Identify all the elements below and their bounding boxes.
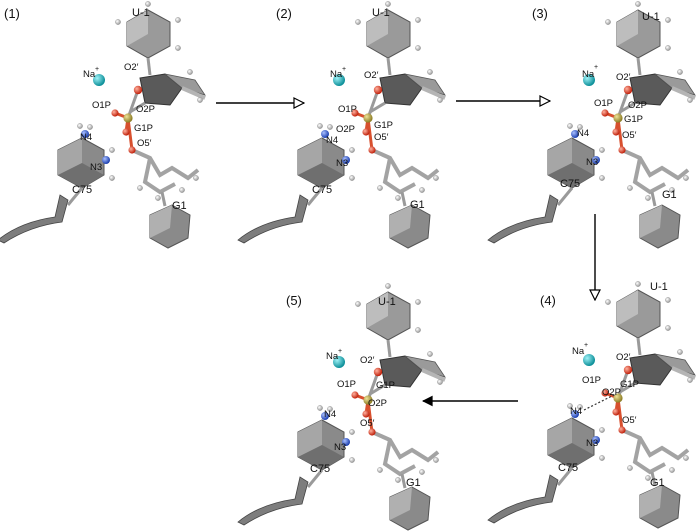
atom-label-o2p: O2P [336, 124, 355, 135]
charge-label: + [338, 348, 342, 355]
panel-label: (4) [540, 293, 556, 308]
atom-label-n4: N4 [326, 135, 338, 146]
atom-label-o2p: O2P [368, 398, 387, 409]
atom-label-n3: N3 [336, 158, 348, 169]
residue-label-u1: U-1 [650, 281, 668, 293]
atom-label-n4: N4 [324, 409, 336, 420]
panel-1: (1) U-1 Na + O2′ O1P O2P G1P N4 N3 O5′ C… [0, 0, 207, 251]
residue-label-g1: G1 [406, 477, 421, 489]
atom-label-n3: N3 [586, 438, 598, 449]
molecule-structure [236, 281, 447, 531]
atom-label-o2prime: O2′ [124, 62, 139, 73]
atom-label-n3: N3 [334, 442, 346, 453]
atom-label-o2prime: O2′ [616, 352, 631, 363]
atom-label-na: Na [330, 69, 343, 80]
panel-label: (5) [286, 293, 302, 308]
hydrogen-bond [583, 393, 617, 411]
atom-label-g1p: G1P [620, 379, 639, 390]
residue-label-c75: C75 [310, 463, 330, 475]
panel-4: (4) U-1 Na + O2′ O1P O2P G1P N4 N3 O5′ C… [486, 279, 697, 530]
atom-label-o1p: O1P [338, 104, 357, 115]
atom-label-o1p: O1P [594, 98, 613, 109]
panel-5: (5) U-1 Na + O2′ O1P O2P G1P N4 N3 O5′ C… [236, 281, 447, 531]
residue-label-g1: G1 [410, 199, 425, 211]
molecule-structure [486, 0, 697, 251]
residue-label-c75: C75 [560, 178, 580, 190]
atom-label-o1p: O1P [92, 100, 111, 111]
atom-label-n3: N3 [586, 157, 598, 168]
panel-3: (3) U-1 Na + O2′ O1P O2P G1P N4 N3 O5′ C… [486, 0, 697, 251]
panel-label: (1) [4, 6, 20, 21]
atom-label-o5prime: O5′ [622, 415, 637, 426]
residue-label-g1: G1 [172, 200, 187, 212]
atom-label-g1p: G1P [376, 380, 395, 391]
panel-2: (2) U-1 Na + O2′ O1P O2P G1P N4 N3 O5′ C… [236, 0, 447, 251]
residue-label-u1: U-1 [642, 11, 660, 23]
residue-label-g1: G1 [662, 189, 677, 201]
panel-label: (3) [532, 6, 548, 21]
residue-label-c75: C75 [558, 462, 578, 474]
atom-label-n4: N4 [570, 406, 582, 417]
atom-label-o2prime: O2′ [364, 70, 379, 81]
atom-label-o1p: O1P [582, 375, 601, 386]
atom-label-g1p: G1P [374, 120, 393, 131]
atom-label-o2prime: O2′ [360, 355, 375, 366]
residue-label-c75: C75 [72, 184, 92, 196]
residue-label-u1: U-1 [372, 7, 390, 19]
atom-label-na: Na [83, 69, 96, 80]
atom-label-o5prime: O5′ [360, 418, 375, 429]
atom-label-o2p: O2P [136, 104, 155, 115]
atom-label-o2p: O2P [628, 100, 647, 111]
atom-label-n4: N4 [80, 132, 92, 143]
atom-label-g1p: G1P [134, 123, 153, 134]
charge-label: + [584, 342, 588, 349]
residue-label-g1: G1 [650, 477, 665, 489]
atom-label-o5prime: O5′ [374, 132, 389, 143]
atom-label-o2prime: O2′ [616, 72, 631, 83]
residue-label-u1: U-1 [378, 296, 396, 308]
atom-label-n3: N3 [90, 162, 102, 173]
molecule-structure [486, 279, 697, 530]
charge-label: + [95, 66, 99, 73]
charge-label: + [342, 66, 346, 73]
atom-label-na: Na [572, 346, 585, 357]
atom-label-g1p: G1P [624, 114, 643, 125]
atom-label-o1p: O1P [337, 379, 356, 390]
atom-label-na: Na [582, 69, 595, 80]
residue-label-u1: U-1 [132, 7, 150, 19]
atom-label-o5prime: O5′ [137, 138, 152, 149]
panel-label: (2) [276, 6, 292, 21]
charge-label: + [594, 64, 598, 71]
residue-label-c75: C75 [312, 184, 332, 196]
atom-label-o5prime: O5′ [622, 130, 637, 141]
atom-label-na: Na [326, 351, 339, 362]
atom-label-n4: N4 [577, 128, 589, 139]
atom-label-o2p: O2P [602, 387, 621, 398]
